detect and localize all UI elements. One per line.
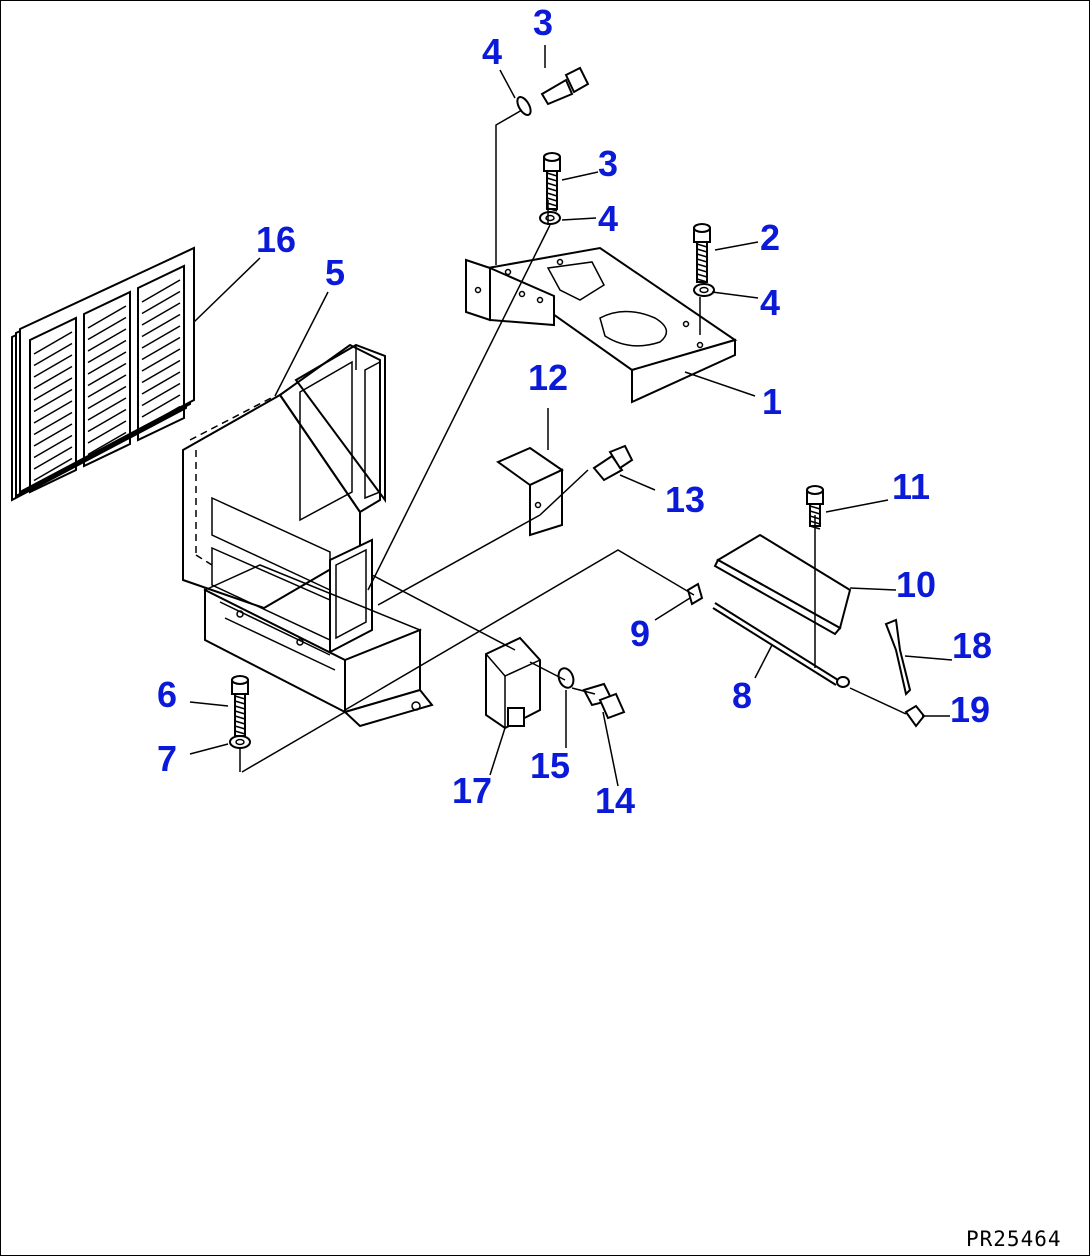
- callout-1: 1: [762, 381, 782, 422]
- part-4-washer-angled: [516, 95, 532, 117]
- part-13-bolt: [592, 444, 634, 482]
- part-19-nut: [904, 704, 926, 728]
- part-17-block: [484, 636, 542, 730]
- part-16-grille: [11, 246, 195, 502]
- callout-5: 5: [325, 252, 345, 293]
- callout-6: 6: [157, 674, 177, 715]
- callout-14: 14: [595, 780, 635, 821]
- part-1-plate: [465, 246, 738, 404]
- part-2-bolt: [693, 223, 711, 283]
- part-9-clip: [686, 582, 704, 606]
- callout-11: 11: [892, 466, 930, 507]
- part-5-base: [203, 564, 434, 728]
- callout-17: 17: [452, 770, 492, 811]
- callout-3: 3: [598, 143, 618, 184]
- drawing-code: PR25464: [966, 1227, 1062, 1251]
- callout-4: 4: [598, 198, 618, 239]
- callout-3: 3: [533, 2, 553, 43]
- callout-16: 16: [256, 219, 296, 260]
- part-7-washer: [229, 735, 251, 749]
- part-5-duct-housing: [182, 343, 386, 654]
- callout-15: 15: [530, 745, 570, 786]
- callout-12: 12: [528, 357, 568, 398]
- callout-8: 8: [732, 675, 752, 716]
- callout-4: 4: [482, 31, 502, 72]
- part-12-bracket: [495, 446, 565, 537]
- leader-lines: [189, 45, 953, 787]
- part-4-washer: [539, 211, 561, 225]
- part-18-clip: [884, 618, 912, 696]
- callout-labels: 1 2 3 3 4 4 4 5 6 7 8 9 10 11 12 13 14 1…: [157, 2, 992, 821]
- callout-13: 13: [665, 479, 705, 520]
- part-8-rod: [712, 602, 850, 688]
- part-6-bolt: [231, 675, 249, 740]
- callout-2: 2: [760, 217, 780, 258]
- callout-9: 9: [630, 613, 650, 654]
- part-3-bolt-angled: [540, 66, 590, 106]
- part-14-bolt: [582, 682, 626, 720]
- part-4-washer: [693, 283, 715, 297]
- part-15-washer: [557, 667, 575, 689]
- part-10-cover: [713, 533, 852, 636]
- callout-18: 18: [952, 625, 992, 666]
- callout-19: 19: [950, 689, 990, 730]
- part-3-bolt: [543, 152, 561, 212]
- callout-10: 10: [896, 564, 936, 605]
- callout-4: 4: [760, 282, 780, 323]
- callout-7: 7: [157, 738, 177, 779]
